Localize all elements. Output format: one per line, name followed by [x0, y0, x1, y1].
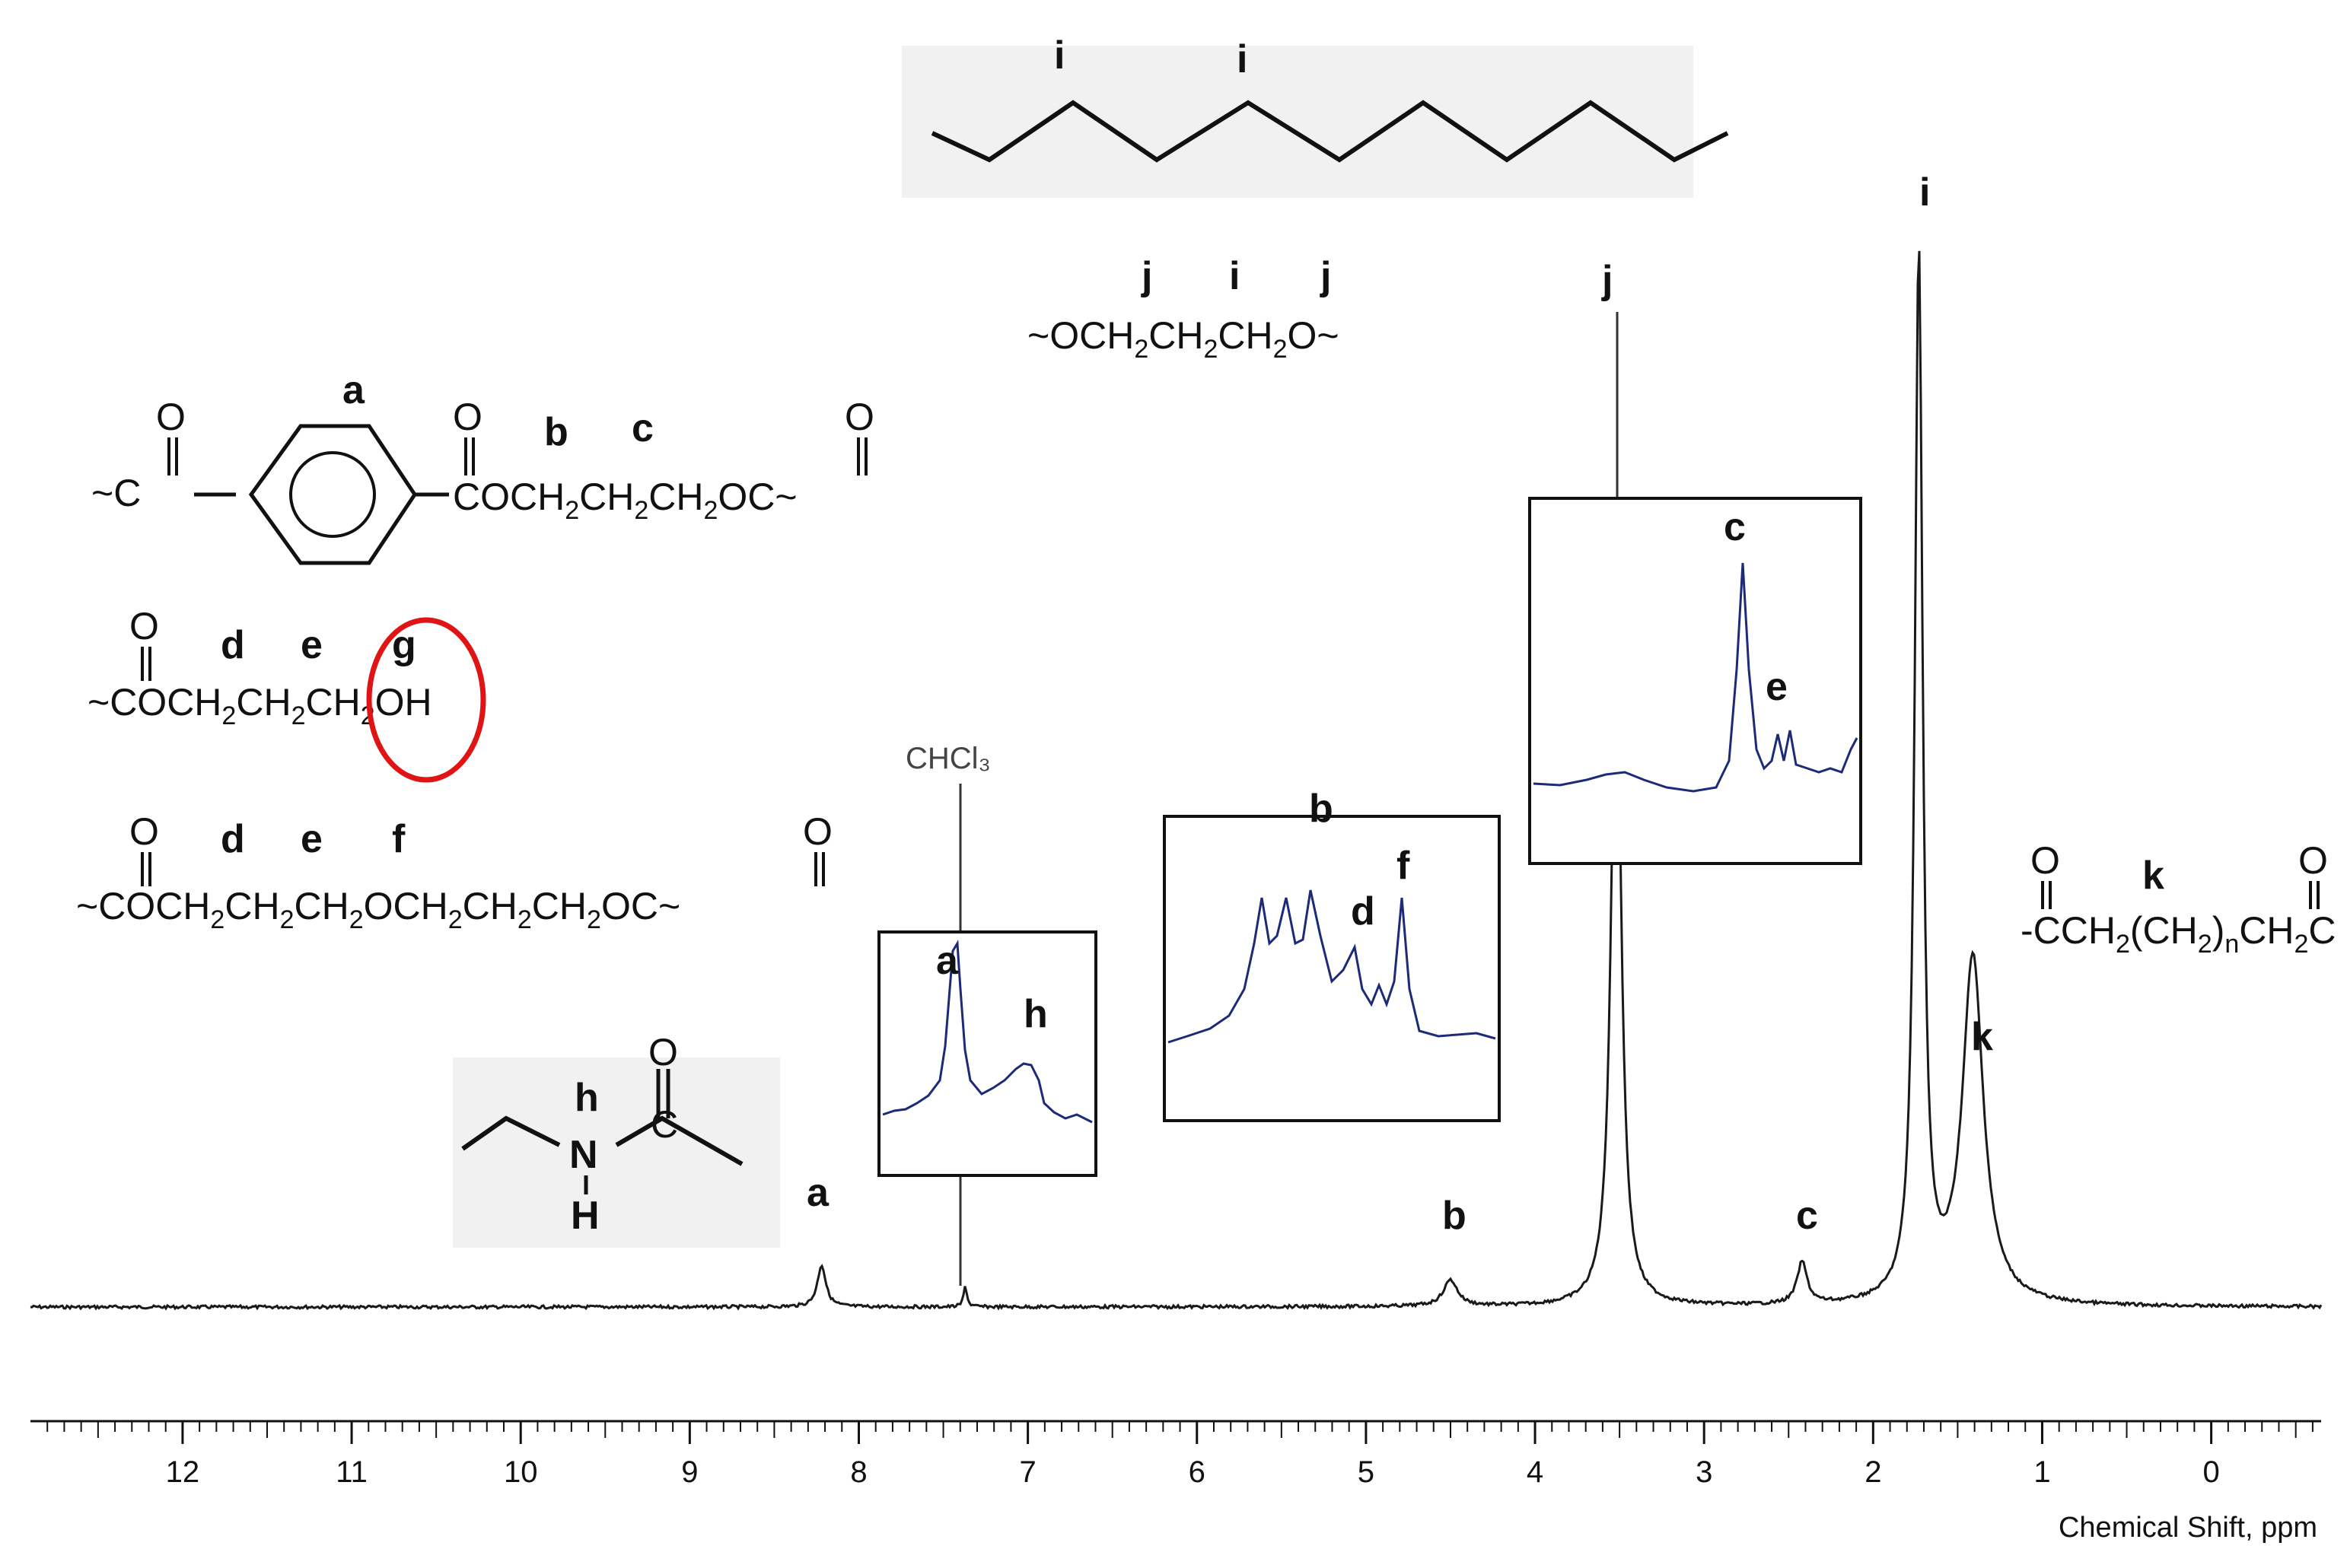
inset-c-e: c e [1528, 497, 1862, 865]
x-tick-label: 7 [1020, 1455, 1037, 1489]
inset-a-h: a h [877, 930, 1097, 1177]
terephthalate-label-b: b [544, 410, 568, 454]
x-tick-label: 11 [336, 1455, 368, 1489]
ether-structure: j i j ~OCH2CH2CH2O~ [1027, 254, 1339, 364]
hydroxyl-structure: O d e g ~COCH2CH2CH2OH [88, 605, 486, 783]
hydroxyl-label-e: e [301, 623, 323, 667]
x-axis-title: Chemical Shift, ppm [2059, 1512, 2317, 1544]
amide-atom-n: N [569, 1133, 598, 1177]
ether-ester-label-f: f [392, 817, 406, 861]
ether-label-j-1: j [1141, 254, 1152, 298]
svg-text:O: O [2030, 839, 2060, 882]
spectrum-trace [30, 250, 2323, 1311]
x-tick-label: 1 [2033, 1455, 2050, 1489]
amide-structure: h N H C O [453, 1031, 780, 1248]
terephthalate-structure: ~C O a b c O COCH2CH2CH2OC~ O [91, 368, 874, 565]
ether-ester-label-d: d [221, 817, 245, 861]
inset-label-h: h [1024, 992, 1048, 1036]
acid-label-k: k [2142, 854, 2164, 898]
inset-label-c: c [1724, 505, 1746, 549]
inset-label-e: e [1766, 665, 1788, 709]
inset-b-d-f-trace [1167, 889, 1496, 1044]
peak-label-i: i [1919, 170, 1930, 215]
inset-label-b: b [1309, 787, 1333, 831]
alkane-label-i-1: i [1054, 33, 1065, 78]
peak-label-a: a [807, 1171, 830, 1215]
x-tick-label: 12 [166, 1455, 200, 1489]
alkane-structure: i i [902, 33, 1729, 198]
alkane-label-i-2: i [1237, 37, 1247, 81]
x-tick-label: 6 [1189, 1455, 1205, 1489]
svg-text:O: O [129, 605, 159, 647]
inset-label-d: d [1351, 889, 1375, 933]
svg-text:O: O [2298, 839, 2328, 882]
x-tick-label: 8 [850, 1455, 867, 1489]
svg-text:O: O [129, 810, 159, 853]
peak-label-c: c [1796, 1194, 1818, 1238]
amide-atom-h: H [571, 1194, 600, 1238]
inset-label-a: a [936, 939, 959, 983]
x-tick-label: 9 [681, 1455, 698, 1489]
x-tick-label: 2 [1865, 1455, 1881, 1489]
amide-atom-c: C [651, 1103, 678, 1146]
svg-text:O: O [803, 810, 833, 853]
highlight-circle [366, 617, 486, 783]
inset-b-d-f: b d f [1163, 787, 1501, 1122]
x-tick-label: 3 [1696, 1455, 1712, 1489]
inset-label-f: f [1396, 844, 1410, 888]
svg-text:O: O [453, 396, 482, 438]
inset-c-e-trace [1533, 562, 1858, 793]
ether-ester-label-e: e [301, 817, 323, 861]
acid-structure: k O -CCH2(CH2)nCH2C O [2021, 839, 2336, 959]
svg-text:COCH2CH2CH2OC~: COCH2CH2CH2OC~ [453, 475, 798, 525]
amide-atom-o: O [648, 1031, 678, 1073]
ether-ester-structure: O d e f ~COCH2CH2CH2OCH2CH2CH2OC~ O [76, 810, 833, 934]
x-tick-label: 10 [504, 1455, 538, 1489]
svg-text:O: O [845, 396, 874, 438]
peak-label-b: b [1442, 1194, 1466, 1238]
terephthalate-label-c: c [632, 406, 654, 450]
svg-text:~C: ~C [91, 472, 141, 514]
peak-label-chcl3: CHCl₃ [906, 742, 991, 775]
ether-label-j-2: j [1320, 254, 1331, 298]
terephthalate-label-a: a [342, 368, 365, 412]
peak-label-k: k [1971, 1015, 1993, 1059]
hydroxyl-label-d: d [221, 623, 245, 667]
svg-text:O: O [156, 396, 186, 438]
svg-text:~COCH2CH2CH2OCH2CH2CH2OC~: ~COCH2CH2CH2OCH2CH2CH2OC~ [76, 885, 680, 934]
svg-text:-CCH2(CH2)nCH2C: -CCH2(CH2)nCH2C [2021, 909, 2336, 959]
x-tick-label: 4 [1527, 1455, 1543, 1489]
svg-text:~COCH2CH2CH2OH: ~COCH2CH2CH2OH [88, 681, 432, 730]
peak-label-j: j [1601, 258, 1613, 302]
inset-a-h-trace [882, 940, 1093, 1124]
ether-label-i: i [1229, 254, 1240, 298]
x-tick-label: 0 [2202, 1455, 2219, 1489]
svg-text:~OCH2CH2CH2O~: ~OCH2CH2CH2O~ [1027, 314, 1339, 364]
amide-label-h: h [575, 1076, 599, 1120]
x-tick-label: 5 [1358, 1455, 1374, 1489]
